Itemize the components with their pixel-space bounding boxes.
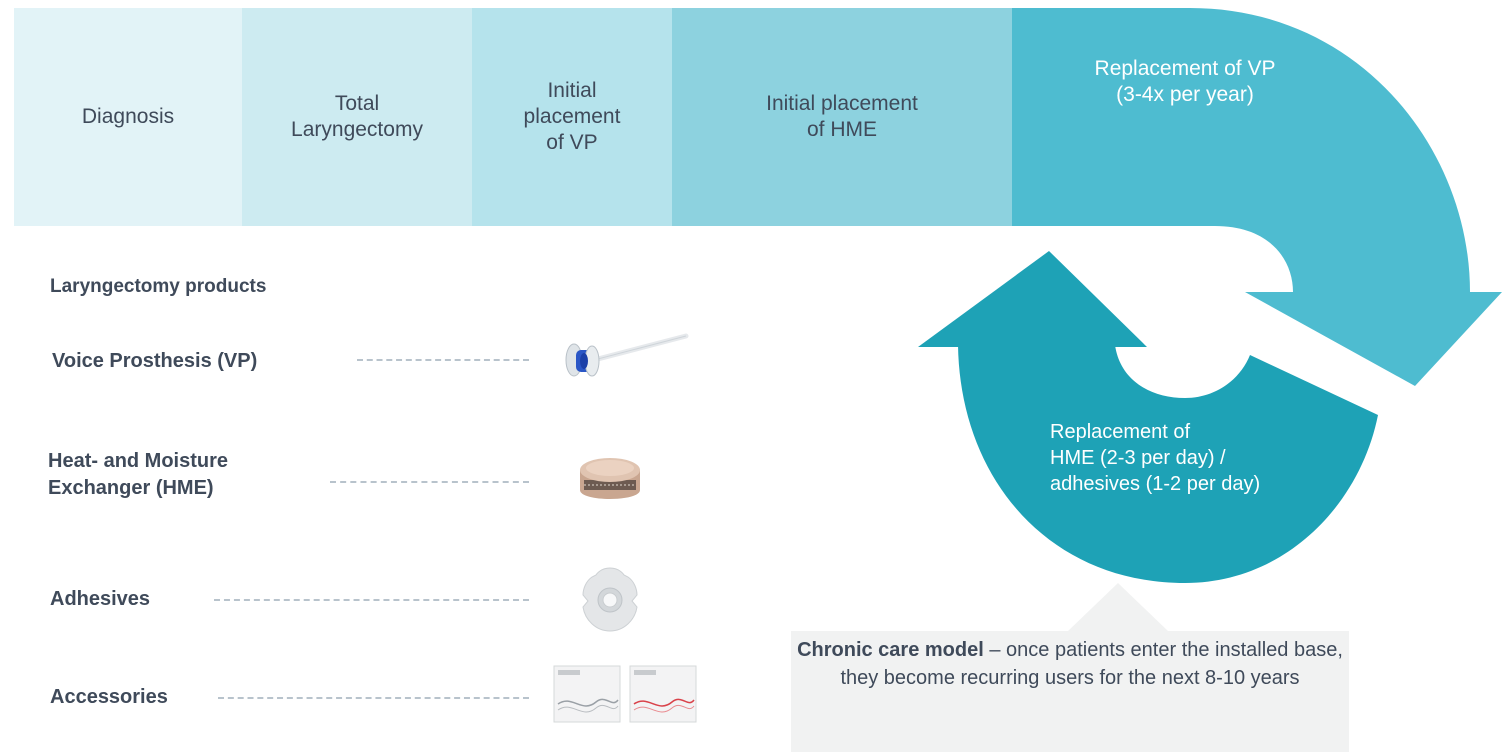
cycle-ring xyxy=(958,345,1378,583)
products-heading: Laryngectomy products xyxy=(50,276,267,297)
step-initial-placement-vp: Initial placement of VP xyxy=(472,8,672,226)
callout-bold-text: Chronic care model xyxy=(797,639,984,661)
callout-body-text: – once patients enter the installed base… xyxy=(840,639,1343,689)
adhesive-image xyxy=(582,567,638,632)
product-label-accessories: Accessories xyxy=(50,686,168,708)
hme-image xyxy=(580,458,640,499)
callout-pointer xyxy=(1068,583,1168,631)
step-total-laryngectomy: Total Laryngectomy xyxy=(242,8,472,226)
step5-curved-arrow xyxy=(1012,8,1502,386)
voice-prosthesis-image xyxy=(565,333,689,377)
connector-line-accessories xyxy=(218,697,529,699)
cycle-replacement-label: Replacement of HME (2-3 per day) / adhes… xyxy=(1050,421,1261,495)
step-initial-placement-vp-label: Initial placement of VP xyxy=(523,78,621,155)
step-diagnosis: Diagnosis xyxy=(14,8,242,226)
cycle-up-arrowhead xyxy=(918,251,1147,347)
step-initial-placement-hme: Initial placement of HME xyxy=(672,8,1012,226)
connector-line-adhesives xyxy=(214,599,529,601)
product-label-vp: Voice Prosthesis (VP) xyxy=(52,350,258,372)
step-total-laryngectomy-label: Total Laryngectomy xyxy=(291,91,423,141)
step-diagnosis-label: Diagnosis xyxy=(81,104,175,128)
step-replacement-vp-label: Replacement of VP (3-4x per year) xyxy=(1094,57,1276,107)
connector-line-hme xyxy=(330,481,529,483)
accessories-image xyxy=(553,665,697,723)
product-label-hme: Heat- and Moisture Exchanger (HME) xyxy=(48,450,229,499)
chronic-care-callout-text: Chronic care model – once patients enter… xyxy=(795,636,1345,692)
chronic-care-callout xyxy=(791,631,1349,752)
connector-line-vp xyxy=(357,359,529,361)
step-initial-placement-hme-label: Initial placement of HME xyxy=(766,91,918,141)
product-label-adhesives: Adhesives xyxy=(50,588,151,610)
